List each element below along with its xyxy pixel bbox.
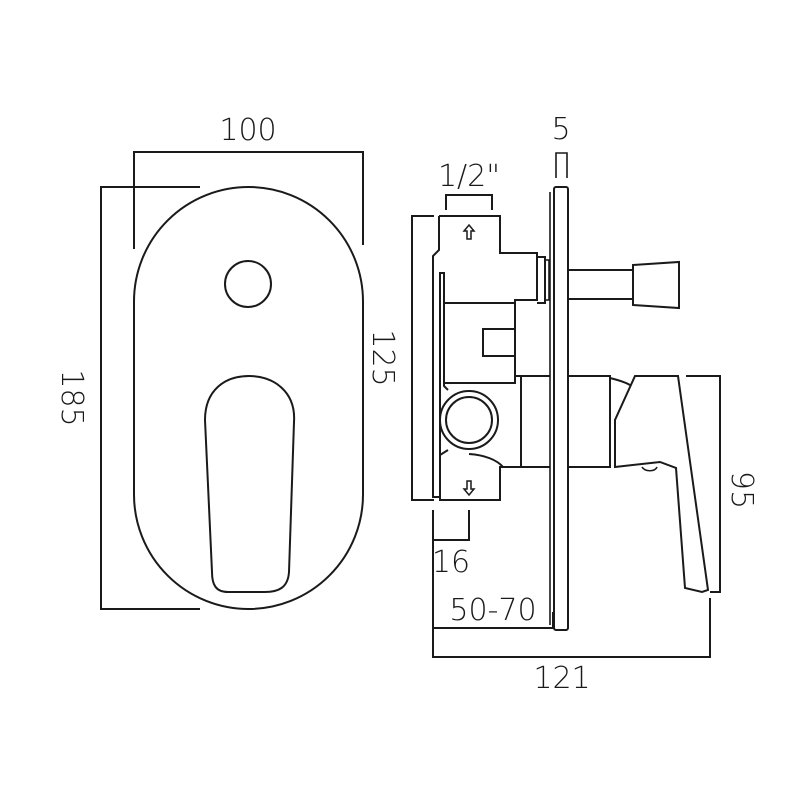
- dimension-width-100: 100: [133, 113, 364, 249]
- dimension-total-depth: 121: [432, 598, 711, 696]
- outlet-pipe-outer: [439, 390, 499, 450]
- dimension-label-handle-height: 95: [724, 471, 759, 509]
- diverter-knob-icon: [224, 260, 272, 308]
- oval-cover-plate: [133, 186, 364, 610]
- side-view: 1/2" 5 125: [365, 112, 759, 696]
- dimension-label-inset: 16: [432, 545, 470, 580]
- dimension-inset: 16: [432, 510, 470, 580]
- cover-plate-side: [553, 186, 569, 631]
- outlet-down-arrow-icon: [462, 480, 476, 497]
- dimension-label-wall-depth: 50-70: [449, 593, 536, 628]
- dimension-label-width: 100: [219, 113, 276, 148]
- dimension-label-total-depth: 121: [533, 661, 590, 696]
- diverter-knob-side: [568, 260, 680, 310]
- front-view: 100 185: [54, 113, 364, 610]
- lever-handle-front: [203, 374, 296, 593]
- dimension-label-connection: 1/2": [438, 159, 500, 194]
- dimension-label-height: 185: [54, 369, 89, 426]
- dimension-label-body-height: 125: [365, 329, 400, 386]
- lever-handle-side: [568, 375, 710, 594]
- inlet-up-arrow-icon: [462, 223, 476, 240]
- outlet-pipe-inner: [445, 396, 493, 444]
- valve-body: [432, 215, 538, 490]
- dimension-connection: 1/2": [438, 159, 500, 210]
- dimension-wall-depth: 50-70: [432, 540, 554, 629]
- dimension-label-plate-thickness: 5: [551, 112, 570, 147]
- dimension-body-height: 125: [365, 215, 434, 501]
- dimension-height-185: 185: [54, 186, 200, 610]
- dimension-plate-thickness: 5: [551, 112, 571, 178]
- dimension-handle-height: 95: [686, 375, 759, 593]
